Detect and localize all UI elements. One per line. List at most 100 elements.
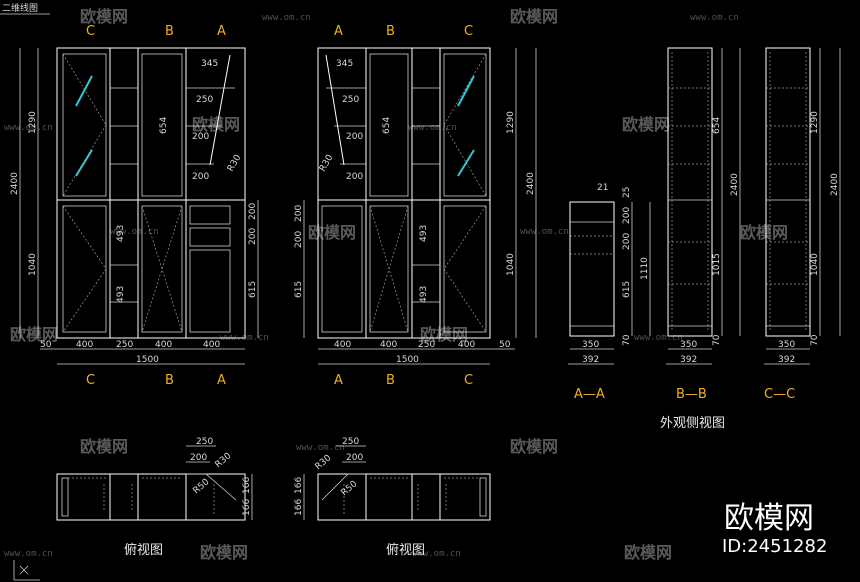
svg-text:C: C (86, 373, 95, 388)
front-view-right: 200 200 615 1290 2400 1040 345 250 200 2… (294, 24, 537, 388)
svg-text:B: B (165, 373, 174, 388)
svg-text:200: 200 (192, 132, 209, 142)
svg-text:70: 70 (622, 334, 632, 346)
svg-text:345: 345 (336, 59, 353, 69)
svg-text:B: B (165, 24, 174, 39)
svg-text:166: 166 (242, 499, 252, 516)
svg-text:250: 250 (116, 340, 133, 350)
svg-text:R50: R50 (340, 479, 360, 498)
svg-text:615: 615 (248, 281, 258, 298)
svg-text:70: 70 (810, 334, 820, 346)
svg-text:欧模网: 欧模网 (192, 115, 240, 134)
svg-text:21: 21 (597, 183, 608, 193)
svg-text:www.om.cn: www.om.cn (262, 13, 311, 23)
svg-text:俯视图: 俯视图 (386, 542, 425, 558)
svg-text:250: 250 (418, 340, 435, 350)
svg-text:1500: 1500 (396, 355, 419, 365)
svg-text:654: 654 (382, 117, 392, 134)
svg-text:200: 200 (346, 132, 363, 142)
svg-text:2400: 2400 (730, 173, 740, 196)
svg-text:1500: 1500 (136, 355, 159, 365)
svg-text:B—B: B—B (676, 387, 707, 402)
brand-id: ID:2451282 (722, 536, 827, 557)
drawing-title: 二维线图 (2, 2, 38, 14)
svg-text:493: 493 (419, 225, 429, 242)
svg-text:www.om.cn: www.om.cn (412, 549, 461, 559)
svg-text:2400: 2400 (830, 173, 840, 196)
svg-text:400: 400 (76, 340, 93, 350)
svg-text:1040: 1040 (506, 253, 516, 276)
svg-text:www.om.cn: www.om.cn (690, 13, 739, 23)
svg-text:A: A (334, 373, 343, 388)
svg-text:C: C (464, 373, 473, 388)
svg-text:1040: 1040 (810, 253, 820, 276)
svg-text:200: 200 (294, 205, 304, 222)
svg-text:200: 200 (248, 228, 258, 245)
svg-text:欧模网: 欧模网 (10, 325, 58, 344)
svg-text:A: A (334, 24, 343, 39)
svg-text:A: A (217, 373, 226, 388)
svg-text:166: 166 (294, 499, 304, 516)
svg-text:欧模网: 欧模网 (80, 437, 128, 456)
ucs-axis-icon (13, 560, 40, 581)
svg-text:B: B (386, 373, 395, 388)
svg-text:50: 50 (499, 340, 511, 350)
svg-text:400: 400 (334, 340, 351, 350)
svg-text:欧模网: 欧模网 (200, 543, 248, 562)
svg-text:350: 350 (778, 340, 795, 350)
svg-text:166: 166 (242, 477, 252, 494)
svg-text:400: 400 (458, 340, 475, 350)
side-view-bb: 654 2400 1015 70 350 392 B—B (666, 47, 741, 402)
svg-text:R30: R30 (314, 453, 334, 472)
svg-text:www.om.cn: www.om.cn (634, 333, 683, 343)
svg-text:1110: 1110 (640, 257, 650, 280)
svg-text:250: 250 (342, 437, 359, 447)
svg-text:392: 392 (680, 355, 697, 365)
front-view-left: 2400 1290 1040 200 200 615 345 250 200 2… (10, 24, 259, 388)
svg-text:2400: 2400 (10, 172, 20, 195)
side-view-cc: 1290 2400 1040 70 350 392 C—C (764, 47, 841, 402)
svg-text:欧模网: 欧模网 (624, 543, 672, 562)
svg-text:392: 392 (582, 355, 599, 365)
svg-text:R30: R30 (226, 153, 244, 174)
svg-text:400: 400 (380, 340, 397, 350)
svg-text:250: 250 (196, 95, 213, 105)
svg-text:B: B (386, 24, 395, 39)
svg-text:欧模网: 欧模网 (510, 7, 558, 26)
svg-text:R30: R30 (318, 153, 336, 174)
svg-text:200: 200 (346, 453, 363, 463)
svg-text:25: 25 (622, 187, 632, 198)
svg-text:200: 200 (294, 231, 304, 248)
svg-text:C: C (86, 24, 95, 39)
top-view-right: 250 200 R30 R50 166 166 俯视图 (294, 437, 491, 558)
svg-text:1290: 1290 (28, 111, 38, 134)
svg-text:www.om.cn: www.om.cn (408, 123, 457, 133)
svg-text:2400: 2400 (526, 172, 536, 195)
svg-text:350: 350 (680, 340, 697, 350)
svg-text:654: 654 (159, 117, 169, 134)
svg-text:493: 493 (116, 286, 126, 303)
svg-text:R50: R50 (192, 477, 212, 496)
svg-text:200: 200 (190, 453, 207, 463)
svg-text:www.om.cn: www.om.cn (296, 443, 345, 453)
svg-text:200: 200 (622, 207, 632, 224)
svg-text:欧模网: 欧模网 (308, 223, 356, 242)
svg-text:200: 200 (622, 233, 632, 250)
svg-text:200: 200 (248, 203, 258, 220)
watermarks: 欧模网 www.om.cn 欧模网 www.om.cn www.om.cn 欧模… (4, 7, 788, 562)
svg-text:392: 392 (778, 355, 795, 365)
side-view-aa: 21 25 200 200 1110 615 70 350 392 A—A (568, 183, 651, 402)
svg-text:166: 166 (294, 477, 304, 494)
svg-text:400: 400 (155, 340, 172, 350)
svg-text:50: 50 (40, 340, 52, 350)
svg-text:C—C: C—C (764, 387, 795, 402)
svg-text:493: 493 (116, 225, 126, 242)
svg-text:250: 250 (196, 437, 213, 447)
svg-text:345: 345 (201, 59, 218, 69)
svg-text:www.om.cn: www.om.cn (220, 333, 269, 343)
svg-text:250: 250 (342, 95, 359, 105)
svg-text:C: C (464, 24, 473, 39)
svg-text:欧模网: 欧模网 (80, 7, 128, 26)
svg-text:350: 350 (582, 340, 599, 350)
